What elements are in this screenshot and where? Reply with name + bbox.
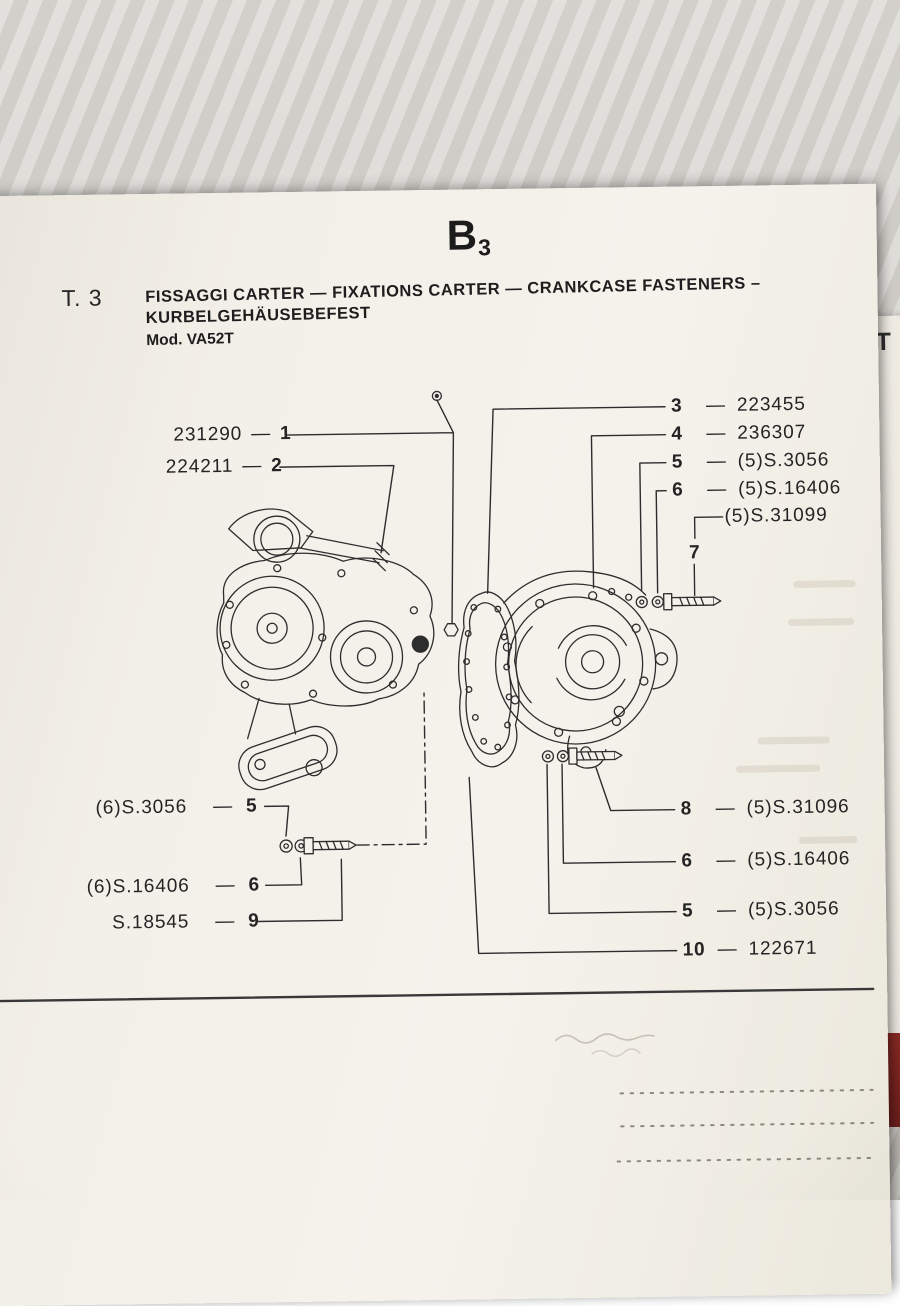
left-crankcase-half	[216, 508, 435, 791]
exploded-parts-diagram	[0, 390, 877, 1163]
bolt-lower-right	[541, 747, 623, 765]
dotted-ruled-lines	[616, 1088, 877, 1163]
faint-handwriting	[555, 1033, 655, 1057]
bolt-upper-right	[635, 593, 722, 611]
right-crankcase-half	[494, 570, 678, 769]
bleed-through-smudges	[736, 580, 858, 844]
callout-leader-lines	[255, 399, 724, 955]
catalog-page: B3 T. 3 FISSAGGI CARTER — FIXATIONS CART…	[0, 183, 892, 1306]
section-divider-line	[0, 987, 875, 1003]
bolt-lower-left	[279, 837, 357, 855]
dome-nut-and-hex-nut	[411, 390, 459, 653]
